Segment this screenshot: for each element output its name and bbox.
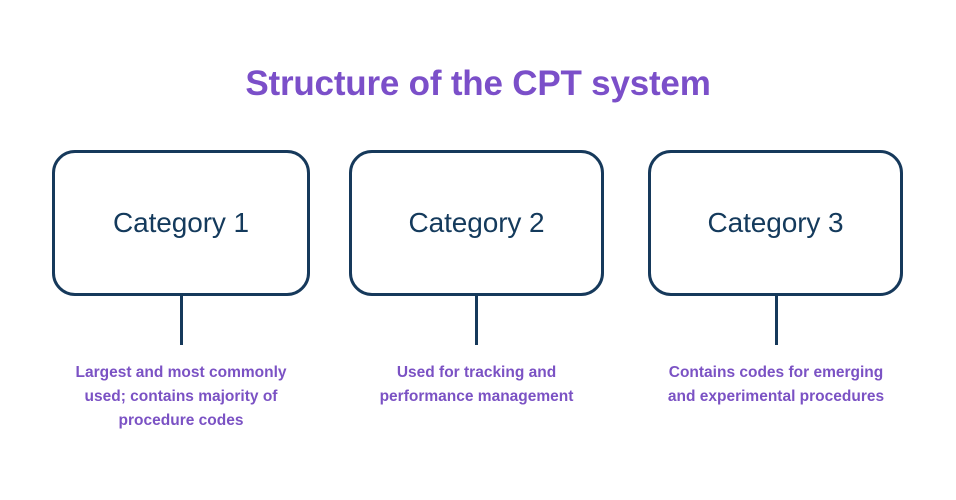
caption-line: Contains codes for emerging xyxy=(668,364,884,381)
caption-line: performance management xyxy=(379,388,574,405)
connector-line-2 xyxy=(475,296,478,345)
caption-line: Used for tracking and xyxy=(396,364,557,381)
category-column-2: Category 2 Used for tracking and perform… xyxy=(349,150,604,405)
category-box-label-2: Category 2 xyxy=(408,207,545,238)
category-box-3[interactable]: Category 3 xyxy=(648,150,903,296)
category-caption-3: Contains codes for emerging and experime… xyxy=(638,361,914,409)
page-title: Structure of the CPT system xyxy=(245,64,711,103)
connector-line-1 xyxy=(180,296,183,345)
category-column-3: Category 3 Contains codes for emerging a… xyxy=(648,150,903,405)
caption-line: Largest and most commonly xyxy=(75,364,287,381)
category-caption-1: Largest and most commonly used; contains… xyxy=(45,361,317,433)
category-box-label-1: Category 1 xyxy=(113,207,249,238)
connector-line-3 xyxy=(775,296,778,345)
caption-line: procedure codes xyxy=(118,412,244,429)
caption-line: used; contains majority of xyxy=(84,388,278,405)
category-column-1: Category 1 Largest and most commonly use… xyxy=(52,150,310,429)
caption-line: and experimental procedures xyxy=(667,388,885,405)
category-caption-2: Used for tracking and performance manage… xyxy=(344,361,609,409)
category-box-label-3: Category 3 xyxy=(707,207,844,238)
category-box-1[interactable]: Category 1 xyxy=(52,150,310,296)
category-box-2[interactable]: Category 2 xyxy=(349,150,604,296)
